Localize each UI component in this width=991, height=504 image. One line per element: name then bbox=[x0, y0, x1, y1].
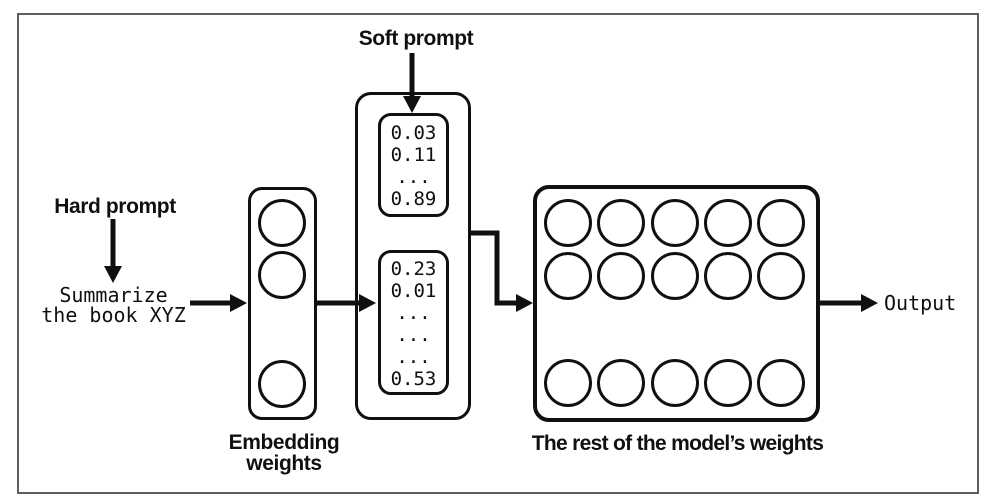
neuron-circle bbox=[757, 359, 805, 407]
neuron-circle bbox=[258, 199, 306, 247]
neuron-circle bbox=[651, 199, 699, 247]
embedding-weights-box bbox=[248, 187, 317, 420]
vector-value: 0.53 bbox=[390, 368, 437, 390]
vector-value: ... bbox=[396, 166, 431, 188]
neuron-circle bbox=[544, 199, 592, 247]
output-label: Output bbox=[884, 291, 957, 315]
neuron-circle bbox=[704, 199, 752, 247]
neuron-circle bbox=[597, 199, 645, 247]
neuron-circle bbox=[651, 359, 699, 407]
vector-value: 0.11 bbox=[390, 144, 437, 166]
neuron-circle bbox=[258, 251, 306, 299]
vector-value: ... bbox=[396, 346, 431, 368]
neuron-circle bbox=[757, 252, 805, 300]
vector-value: 0.03 bbox=[390, 122, 437, 144]
neuron-circle bbox=[597, 252, 645, 300]
vector-value: 0.23 bbox=[390, 258, 437, 280]
neuron-circle bbox=[544, 252, 592, 300]
hard-prompt-label: Hard prompt bbox=[54, 195, 176, 218]
model-weights-box bbox=[533, 185, 820, 422]
neuron-circle bbox=[704, 359, 752, 407]
soft-prompt-label: Soft prompt bbox=[358, 27, 474, 50]
hard-prompt-text: Summarize the book XYZ bbox=[41, 283, 186, 327]
neuron-circle bbox=[757, 199, 805, 247]
model-weights-label: The rest of the model’s weights bbox=[531, 432, 824, 455]
neuron-circle bbox=[704, 252, 752, 300]
vector-value: 0.01 bbox=[390, 280, 437, 302]
figure-frame bbox=[17, 13, 979, 494]
vector-value: 0.89 bbox=[390, 188, 437, 210]
neuron-circle bbox=[258, 360, 306, 408]
embedding-weights-label: Embedding weights bbox=[228, 431, 340, 475]
vector-value: ... bbox=[396, 324, 431, 346]
vector-value: ... bbox=[396, 302, 431, 324]
neuron-circle bbox=[651, 252, 699, 300]
neuron-circle bbox=[544, 359, 592, 407]
neuron-circle bbox=[597, 359, 645, 407]
